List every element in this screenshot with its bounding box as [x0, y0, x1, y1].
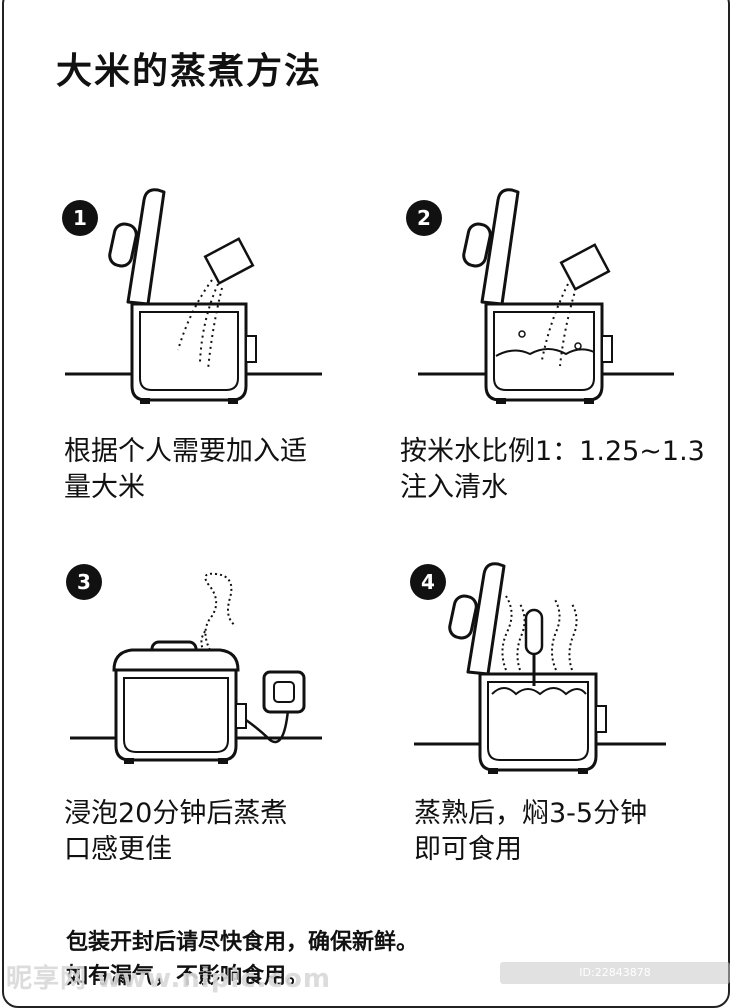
- step-1: 1: [60, 180, 390, 510]
- rice-cooker-pour-rice-illustration: [65, 188, 322, 404]
- step-4: 4: [408, 560, 736, 890]
- step-4-caption: 蒸熟后，焖3-5分钟 即可食用: [414, 796, 647, 868]
- step-number-badge: 3: [66, 564, 102, 600]
- watermark-logo: 昵享网 www.nipic.com: [6, 964, 331, 994]
- rice-cooker-cooking-illustration: [70, 572, 322, 764]
- step-2-caption: 按米水比例1：1.25~1.3 注入清水: [400, 434, 705, 506]
- step-4-caption-line2: 即可食用: [414, 834, 522, 865]
- step-3-caption-line1: 浸泡20分钟后蒸煮: [64, 798, 288, 829]
- watermark-id: ID:22843878 NO:20170608173939236000: [500, 962, 730, 1001]
- step-1-caption-line1: 根据个人需要加入适: [64, 436, 307, 467]
- step-3-caption: 浸泡20分钟后蒸煮 口感更佳: [64, 796, 287, 868]
- step-4-caption-line1: 蒸熟后，焖3-5分钟: [414, 798, 648, 829]
- page-title: 大米的蒸煮方法: [56, 51, 323, 92]
- step-2: 2: [404, 180, 734, 510]
- step-3: 3: [60, 560, 390, 890]
- step-1-caption: 根据个人需要加入适 量大米: [64, 434, 307, 506]
- step-2-caption-line1: 按米水比例1：1.25~1.3: [400, 436, 705, 467]
- storage-note-line1: 包装开封后请尽快食用，确保新鲜。: [66, 930, 419, 955]
- step-number-badge: 1: [62, 200, 98, 236]
- step-2-caption-line2: 注入清水: [400, 472, 508, 503]
- step-1-caption-line2: 量大米: [64, 472, 145, 503]
- step-number-badge: 2: [406, 200, 442, 236]
- step-number-badge: 4: [410, 564, 446, 600]
- step-3-caption-line2: 口感更佳: [64, 834, 172, 865]
- storage-note-line2: 如有漏气，不影响食用。: [66, 964, 309, 989]
- rice-cooker-steamed-illustration: [414, 562, 666, 774]
- rice-cooker-add-water-illustration: [418, 188, 674, 404]
